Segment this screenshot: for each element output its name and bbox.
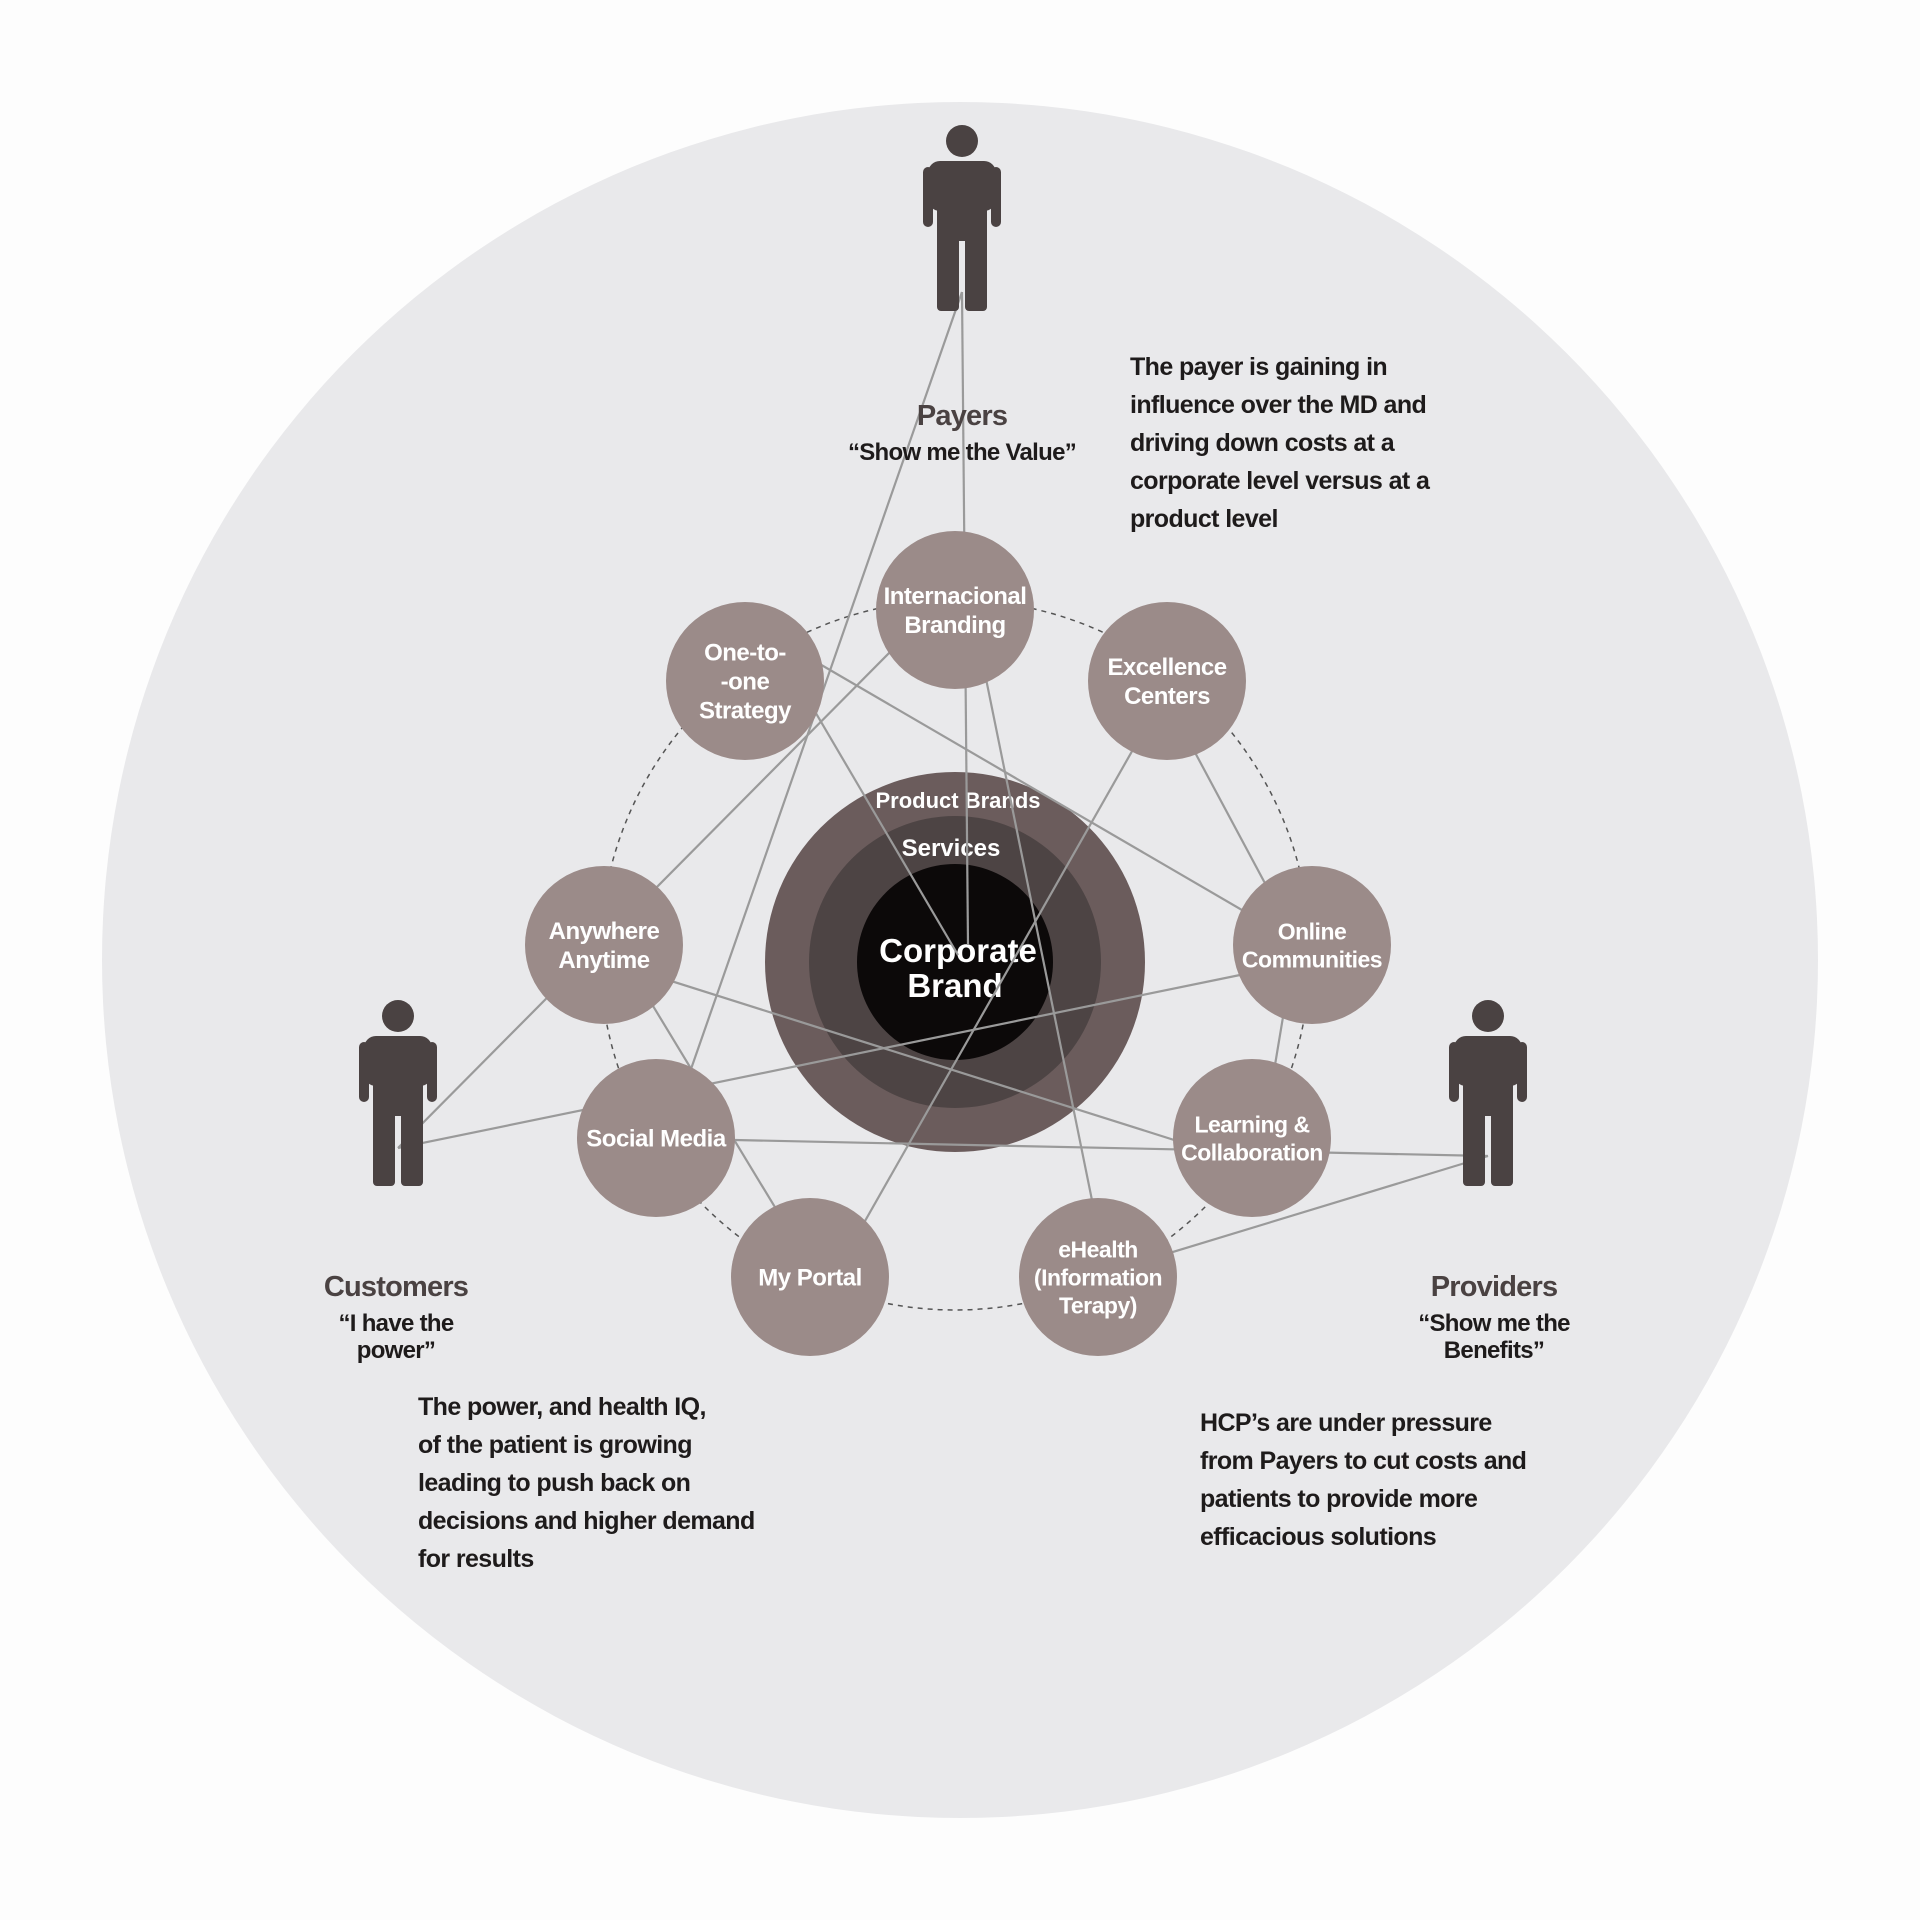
providers-note: HCP’s are under pressure from Payers to … [1200, 1409, 1527, 1551]
connector-line [629, 966, 1191, 1147]
corporate-brand-label-line-2: Brand [907, 967, 1002, 1004]
node-social-media: Social Media [577, 1059, 735, 1217]
node-excellence-centers-label: Centers [1124, 683, 1210, 710]
customers-quote: power” [357, 1337, 435, 1364]
node-one-to-one-strategy-label: One-to- [704, 640, 786, 667]
node-online-communities-label: Online [1278, 918, 1347, 944]
node-my-portal: My Portal [731, 1198, 889, 1356]
connector-line [734, 1138, 1489, 1158]
providers-quote: “Show me the [1418, 1310, 1570, 1337]
customers-note: The power, and health IQ, of the patient… [418, 1393, 755, 1573]
providers-person-icon [1449, 1000, 1527, 1186]
node-ehealth-circle [1019, 1198, 1177, 1356]
payers-person-icon [923, 125, 1001, 311]
node-one-to-one-strategy-label: Strategy [699, 698, 792, 725]
node-my-portal-label: My Portal [758, 1265, 862, 1292]
connector-line [397, 973, 1241, 1150]
connector-line [968, 599, 1097, 1216]
channel-nodes: InternacionalBrandingExcellenceCentersOn… [525, 531, 1391, 1356]
node-learning-collaboration-circle [1173, 1059, 1331, 1217]
node-ehealth-label: eHealth [1058, 1236, 1138, 1262]
node-ehealth-label: (Information [1034, 1264, 1162, 1290]
customers-quote: “I have the [338, 1310, 453, 1337]
node-anywhere-anytime-label: Anytime [558, 947, 649, 974]
node-my-portal-circle [731, 1198, 889, 1356]
providers-title: Providers [1431, 1271, 1558, 1303]
node-learning-collaboration-label: Collaboration [1181, 1139, 1323, 1165]
node-internacional-branding-label: Internacional [884, 583, 1027, 610]
node-one-to-one-strategy-label: -one [721, 669, 770, 696]
node-one-to-one-strategy-circle [666, 602, 824, 760]
node-social-media-label: Social Media [586, 1126, 727, 1153]
node-ehealth-label: Terapy) [1059, 1292, 1137, 1318]
node-internacional-branding-circle [876, 531, 1034, 689]
node-learning-collaboration: Learning &Collaboration [1173, 1059, 1331, 1217]
node-social-media-circle [577, 1059, 735, 1217]
payers-title: Payers [917, 400, 1007, 432]
payers-note: The payer is gaining in influence over t… [1130, 353, 1430, 533]
product-brands-label: Product Brands [875, 788, 1040, 813]
stakeholders: Payers “Show me the Value” Customers “I hav… [324, 125, 1571, 1364]
customers-person-icon [359, 1000, 437, 1186]
services-label: Services [902, 835, 1001, 862]
payers-quote: “Show me the Value” [848, 439, 1076, 466]
corporate-brand-core [857, 864, 1053, 1060]
node-anywhere-anytime-label: Anywhere [549, 918, 660, 945]
node-excellence-centers-label: Excellence [1107, 654, 1226, 681]
connector-line [839, 701, 1161, 1266]
node-learning-collaboration-label: Learning & [1194, 1111, 1309, 1137]
connector-line [1139, 1154, 1489, 1264]
node-online-communities-circle [1233, 866, 1391, 1024]
node-excellence-centers-circle [1088, 602, 1246, 760]
node-anywhere-anytime-circle [525, 866, 683, 1024]
node-internacional-branding-label: Branding [904, 612, 1005, 639]
node-online-communities-label: Communities [1242, 946, 1382, 972]
customers-title: Customers [324, 1271, 468, 1303]
providers-quote: Benefits” [1444, 1337, 1544, 1364]
corporate-brand-label-line-1: Corporate [879, 932, 1037, 969]
